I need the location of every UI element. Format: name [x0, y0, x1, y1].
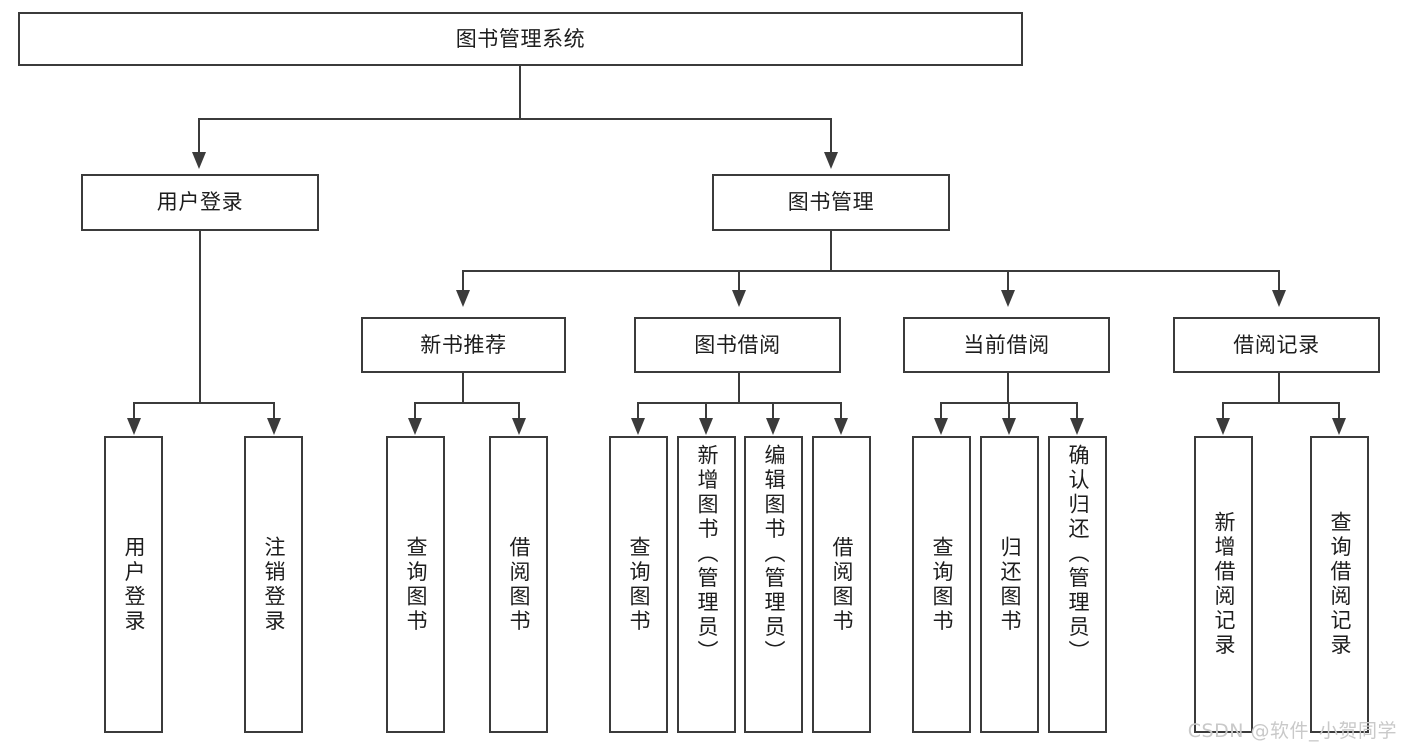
connector-new-book-recommend-stem [462, 373, 465, 404]
node-label: 用户登录 [156, 190, 244, 215]
arrowhead-book-borrow [732, 290, 746, 307]
arrowhead-borrow-record [1272, 290, 1286, 307]
node-book-manage[interactable]: 图书管理 [712, 174, 950, 231]
connector-book-borrow-bus [637, 402, 842, 405]
node-label: 查询图书 [404, 535, 428, 634]
connector-to-user-login [198, 118, 201, 154]
connector-user-login-leg-1 [133, 402, 136, 420]
node-leaf-add-record[interactable]: 新增借阅记录 [1194, 436, 1253, 733]
node-leaf-edit-book[interactable]: 编辑图书（管理员） [744, 436, 803, 733]
connector-borrow-record-bus [1222, 402, 1340, 405]
node-label: 图书借阅 [694, 332, 781, 357]
arrowhead-user-login [192, 152, 206, 169]
connector-user-login-leg-2 [273, 402, 276, 420]
connector-borrow-record-stem [1278, 373, 1281, 404]
node-leaf-user-login[interactable]: 用户登录 [104, 436, 163, 733]
node-leaf-query-book-1[interactable]: 查询图书 [386, 436, 445, 733]
node-leaf-query-record[interactable]: 查询借阅记录 [1310, 436, 1369, 733]
node-borrow-record[interactable]: 借阅记录 [1173, 317, 1380, 373]
arrowhead-leaf-user-login [127, 418, 141, 435]
arrowhead-leaf-query-record [1332, 418, 1346, 435]
arrowhead-leaf-user-logout [267, 418, 281, 435]
arrowhead-leaf-borrow-book-1 [512, 418, 526, 435]
node-root-book-management-system[interactable]: 图书管理系统 [18, 12, 1023, 66]
node-leaf-confirm-return[interactable]: 确认归还（管理员） [1048, 436, 1107, 733]
arrowhead-leaf-borrow-book-2 [834, 418, 848, 435]
connector-cb-leg-3 [1076, 402, 1079, 420]
connector-book-manage-stem [830, 231, 833, 272]
node-book-borrow[interactable]: 图书借阅 [634, 317, 841, 373]
node-label: 用户登录 [122, 535, 146, 634]
node-label: 借阅图书 [830, 535, 854, 634]
connector-nbr-leg-2 [518, 402, 521, 420]
node-label: 归还图书 [998, 535, 1022, 634]
csdn-watermark: CSDN @软件_小贺同学 [1187, 720, 1397, 742]
node-leaf-add-book[interactable]: 新增图书（管理员） [677, 436, 736, 733]
connector-cb-leg-2 [1008, 402, 1011, 420]
node-user-login[interactable]: 用户登录 [81, 174, 319, 231]
node-label: 借阅图书 [507, 535, 531, 634]
arrowhead-leaf-query-book-1 [408, 418, 422, 435]
node-label: 查询图书 [627, 535, 651, 634]
arrowhead-leaf-return-book [1002, 418, 1016, 435]
connector-br-leg-1 [1222, 402, 1225, 420]
connector-to-book-borrow [738, 270, 741, 292]
node-label: 确认归还（管理员） [1066, 444, 1090, 665]
node-leaf-return-book[interactable]: 归还图书 [980, 436, 1039, 733]
node-label: 新增借阅记录 [1212, 511, 1236, 658]
connector-bb-leg-2 [705, 402, 708, 420]
node-leaf-borrow-book-2[interactable]: 借阅图书 [812, 436, 871, 733]
connector-to-borrow-record [1278, 270, 1281, 292]
connector-user-login-bus [133, 402, 275, 405]
arrowhead-leaf-add-record [1216, 418, 1230, 435]
arrowhead-new-book-recommend [456, 290, 470, 307]
connector-br-leg-2 [1338, 402, 1341, 420]
arrowhead-book-manage [824, 152, 838, 169]
connector-to-new-book-recommend [462, 270, 465, 292]
node-label: 图书管理 [787, 190, 875, 215]
node-label: 编辑图书（管理员） [762, 444, 786, 665]
arrowhead-leaf-query-book-2 [631, 418, 645, 435]
connector-bb-leg-3 [772, 402, 775, 420]
connector-user-login-stem [199, 231, 202, 404]
node-leaf-borrow-book-1[interactable]: 借阅图书 [489, 436, 548, 733]
node-label: 注销登录 [262, 535, 286, 634]
node-new-book-recommend[interactable]: 新书推荐 [361, 317, 566, 373]
node-label: 当前借阅 [963, 332, 1050, 357]
node-leaf-query-book-2[interactable]: 查询图书 [609, 436, 668, 733]
node-leaf-user-logout[interactable]: 注销登录 [244, 436, 303, 733]
connector-new-book-recommend-bus [414, 402, 520, 405]
connector-current-borrow-stem [1007, 373, 1010, 404]
connector-level2-bus [198, 118, 832, 121]
connector-bb-leg-1 [637, 402, 640, 420]
arrowhead-leaf-edit-book [766, 418, 780, 435]
connector-cb-leg-1 [940, 402, 943, 420]
arrowhead-current-borrow [1001, 290, 1015, 307]
connector-nbr-leg-1 [414, 402, 417, 420]
arrowhead-leaf-query-book-3 [934, 418, 948, 435]
connector-to-current-borrow [1007, 270, 1010, 292]
connector-root-stem [519, 66, 522, 119]
node-label: 图书管理系统 [455, 26, 586, 51]
arrowhead-leaf-add-book [699, 418, 713, 435]
connector-book-borrow-stem [738, 373, 741, 404]
connector-level3-bus [462, 270, 1280, 273]
node-leaf-query-book-3[interactable]: 查询图书 [912, 436, 971, 733]
node-label: 查询借阅记录 [1328, 511, 1352, 658]
node-current-borrow[interactable]: 当前借阅 [903, 317, 1110, 373]
node-label: 借阅记录 [1233, 332, 1320, 357]
node-label: 新增图书（管理员） [695, 444, 719, 665]
arrowhead-leaf-confirm-return [1070, 418, 1084, 435]
node-label: 新书推荐 [420, 332, 507, 357]
connector-to-book-manage [830, 118, 833, 154]
connector-bb-leg-4 [840, 402, 843, 420]
node-label: 查询图书 [930, 535, 954, 634]
